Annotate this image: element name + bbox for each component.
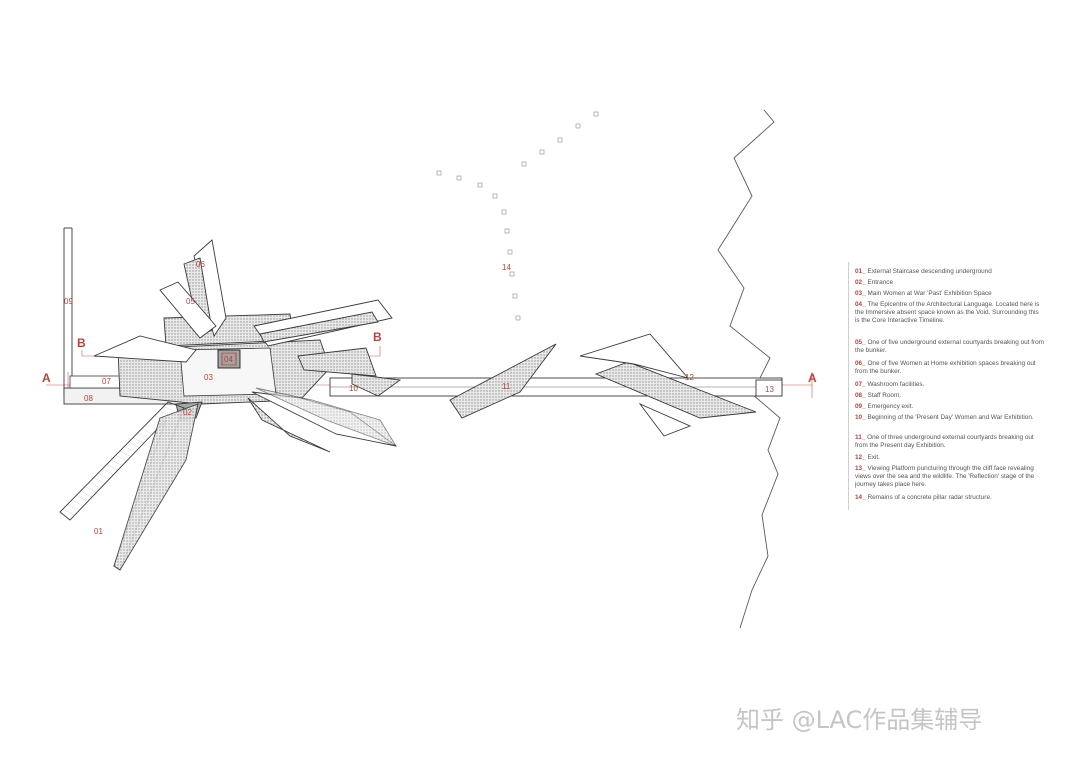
label-12: 12 [685,373,694,382]
label-03: 03 [204,373,213,382]
legend-item: 08_ Staff Room. [855,392,902,399]
legend-item: 01_ External Staircase descending underg… [855,268,992,275]
legend-item: 06_ One of five Women at Home exhibition… [855,360,1036,375]
section-a-right-label: A [808,371,817,385]
radiating-wings [93,239,398,453]
legend-item: 04_ The Epicentre of the Architectural L… [855,301,1040,324]
present-day-corridor [329,333,783,437]
label-13: 13 [765,385,774,394]
legend-item: 02_ Entrance [855,279,894,286]
external-staircase [59,401,199,571]
watermark: 知乎 @LAC作品集辅导 [736,706,983,734]
legend-item: 14_ Remains of a concrete pillar radar s… [855,494,992,501]
label-11: 11 [502,382,511,391]
legend-item: 11_ One of three underground external co… [855,434,1034,449]
cliff-edge-line [717,109,781,629]
label-04: 04 [224,355,233,364]
section-b-left-label: B [77,336,86,350]
legend-item: 05_ One of five underground external cou… [855,339,1045,354]
label-08: 08 [84,394,93,403]
section-b-right-label: B [373,330,382,344]
label-09: 09 [64,297,73,306]
legend: 01_ External Staircase descending underg… [848,262,1049,510]
label-14: 14 [502,263,511,272]
label-02: 02 [183,408,192,417]
legend-item: 12_ Exit. [855,454,880,461]
section-a-left-label: A [42,371,51,385]
legend-item: 07_ Washroom facilities. [855,381,925,388]
legend-item: 03_ Main Women at War 'Past' Exhibition … [855,290,992,297]
legend-item: 13_ Viewing Platform puncturing through … [855,465,1035,488]
pillar-remains [436,111,599,321]
label-10: 10 [349,384,358,393]
emergency-exit-corridor [63,227,73,396]
legend-item: 09_ Emergency exit. [855,403,914,410]
label-07: 07 [102,377,111,386]
label-05: 05 [186,297,195,306]
label-06: 06 [196,260,205,269]
legend-item: 10_ Beginning of the 'Present Day' Women… [855,414,1034,421]
label-01: 01 [94,527,103,536]
